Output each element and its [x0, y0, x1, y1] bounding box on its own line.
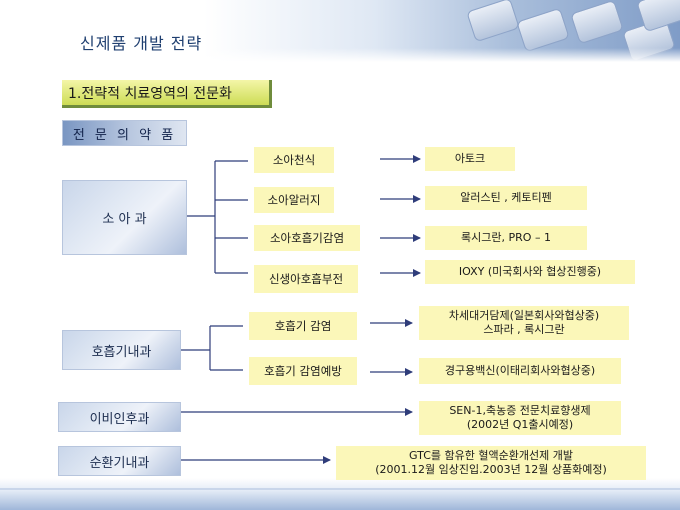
result-roxigran: 록시그란, PRO – 1 — [425, 226, 587, 250]
result-atok: 아토크 — [425, 147, 515, 171]
result-line: SEN-1,축농증 전문치료향생제 — [449, 404, 591, 417]
tree-connector-pediatrics — [187, 160, 248, 274]
result-sen1: SEN-1,축농증 전문치료향생제 (2002년 Q1출시예정) — [419, 401, 621, 435]
dept-cardiology: 순환기내과 — [58, 446, 181, 476]
item-pediatric-asthma: 소아천식 — [254, 147, 334, 173]
result-ioxy: IOXY (미국회사와 협상진행중) — [425, 260, 635, 284]
footer-band — [0, 478, 680, 510]
result-line: GTC를 함유한 혈액순환개선제 개발 — [409, 449, 573, 462]
header-band — [0, 0, 680, 63]
tree-connector-pulmonology — [181, 325, 243, 371]
item-resp-infection: 호흡기 감염 — [249, 312, 357, 340]
item-pediatric-allergy: 소아알러지 — [254, 187, 334, 213]
dept-pulmonology: 호흡기내과 — [62, 330, 181, 370]
page-title: 신제품 개발 전략 — [80, 34, 203, 53]
result-next-gen-expectorant: 차세대거담제(일본회사와협상중) 스파라 , 록시그란 — [419, 306, 629, 340]
dept-pediatrics: 소 아 과 — [62, 180, 187, 255]
result-oral-vaccine: 경구용백신(이태리회사와협상중) — [419, 358, 621, 384]
result-gtc: GTC를 함유한 혈액순환개선제 개발 (2001.12월 임상진입.2003년… — [336, 446, 646, 480]
item-pediatric-resp-infection: 소아호흡기감염 — [254, 225, 360, 251]
result-line: (2001.12월 임상진입.2003년 12월 상품화예정) — [375, 463, 607, 476]
category-header: 전 문 의 약 품 — [62, 120, 187, 146]
item-resp-infection-prevention: 호흡기 감염예방 — [249, 357, 357, 385]
dept-ent: 이비인후과 — [58, 402, 181, 432]
result-line: (2002년 Q1출시예정) — [466, 418, 574, 431]
result-line: 스파라 , 록시그란 — [483, 323, 565, 336]
item-neonatal-resp-failure: 신생아호흡부전 — [254, 265, 358, 293]
section-heading: 1.전략적 치료영역의 전문화 — [62, 80, 272, 108]
result-allerstin: 알러스틴 , 케토티펜 — [425, 186, 587, 210]
result-line: 차세대거담제(일본회사와협상중) — [448, 309, 600, 322]
